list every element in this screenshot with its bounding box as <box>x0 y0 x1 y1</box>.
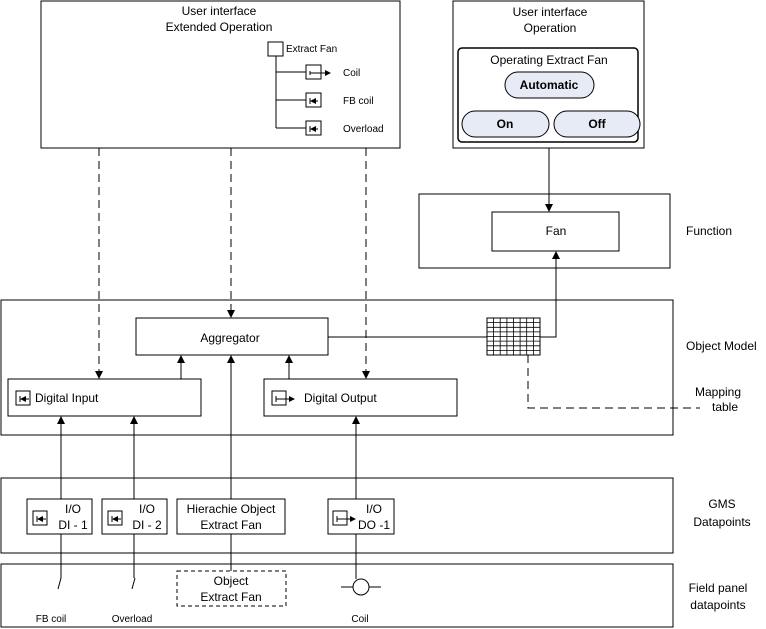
dp2-label-2: DI - 2 <box>132 518 162 532</box>
tree-item-overload[interactable]: Overload <box>305 120 384 136</box>
overload-label: Overload <box>112 614 153 625</box>
output-arrow-icon <box>271 390 295 406</box>
tree-item-label: FB coil <box>343 96 374 107</box>
ui-extended-title-2: Extended Operation <box>166 20 273 34</box>
function-layer-label: Function <box>686 224 732 238</box>
operating-panel-title: Operating Extract Fan <box>490 53 607 67</box>
field-object-box <box>176 570 287 607</box>
field-object-label-2: Extract Fan <box>200 590 261 604</box>
tree-item-label: Coil <box>343 68 360 79</box>
dp3-label-1: I/O <box>366 502 382 516</box>
gms-layer-label-1: GMS <box>708 497 735 511</box>
input-arrow-icon <box>309 98 318 104</box>
on-button[interactable]: On <box>461 110 550 138</box>
tree-root-label: Extract Fan <box>286 44 337 55</box>
off-button[interactable]: Off <box>553 110 641 138</box>
tree-root-extract-fan[interactable]: Extract Fan <box>267 41 337 57</box>
input-arrow-icon <box>32 510 48 526</box>
field-layer-label-2: datapoints <box>690 598 745 612</box>
ui-extended-operation-panel: User interface Extended Operation Extrac… <box>40 0 401 149</box>
mapping-label-1: Mapping <box>695 385 741 399</box>
field-panel-layer: FB coil Overload Object Extract Fan Coil <box>0 563 674 628</box>
input-arrow-icon <box>107 510 123 526</box>
hier-label-1: Hierachie Object <box>187 502 276 516</box>
hierarchy-object-box <box>176 498 286 535</box>
field-layer-label-1: Field panel <box>689 581 748 595</box>
object-model-layer: Aggregator Digital Input Digital Output <box>0 299 674 436</box>
dp1-label-1: I/O <box>65 502 81 516</box>
tree-item-coil[interactable]: Coil <box>305 64 360 80</box>
fb-coil-label: FB coil <box>36 614 67 625</box>
overload-contact-icon <box>131 577 136 590</box>
function-layer: Fan <box>418 193 671 269</box>
ui-operation-title-2: Operation <box>524 21 577 35</box>
ui-operation-panel: User interface Operation Operating Extra… <box>452 0 645 149</box>
gms-layer-label-2: Datapoints <box>693 515 750 529</box>
fan-label: Fan <box>546 224 567 238</box>
hier-label-2: Extract Fan <box>200 518 261 532</box>
on-button-label: On <box>497 117 514 131</box>
aggregator-label: Aggregator <box>200 331 259 345</box>
dashed-connectors <box>95 148 700 409</box>
off-button-label: Off <box>588 117 606 131</box>
fb-coil-contact-icon <box>57 577 62 590</box>
coil-label: Coil <box>351 614 368 625</box>
gms-datapoints-layer: I/O DI - 1 I/O DI - 2 Hierachie Object E… <box>0 477 674 554</box>
output-arrow-icon <box>332 510 356 526</box>
dp2-label-1: I/O <box>139 502 155 516</box>
input-arrow-icon <box>309 126 318 132</box>
mapping-label-2: table <box>712 400 738 414</box>
object-model-layer-label: Object Model <box>686 339 757 353</box>
ui-operation-title-1: User interface <box>513 5 588 19</box>
dp1-label-2: DI - 1 <box>58 518 88 532</box>
solid-connectors <box>57 148 560 579</box>
digital-input-label: Digital Input <box>35 391 99 405</box>
field-object-label-1: Object <box>214 574 249 588</box>
ui-extended-title-1: User interface <box>182 4 257 18</box>
digital-output-label: Digital Output <box>304 391 377 405</box>
automatic-button[interactable]: Automatic <box>504 71 595 99</box>
coil-icon <box>341 578 381 596</box>
mapping-table-grid-icon <box>486 317 541 356</box>
output-arrow-icon <box>309 70 331 76</box>
input-arrow-icon <box>15 390 31 406</box>
digital-output-box <box>263 378 458 417</box>
tree-item-label: Overload <box>343 124 384 135</box>
digital-input-box <box>7 378 202 417</box>
tree-item-fb-coil[interactable]: FB coil <box>305 92 374 108</box>
automatic-button-label: Automatic <box>520 78 579 92</box>
aggregator-box <box>135 317 329 356</box>
dp3-label-2: DO -1 <box>358 518 390 532</box>
